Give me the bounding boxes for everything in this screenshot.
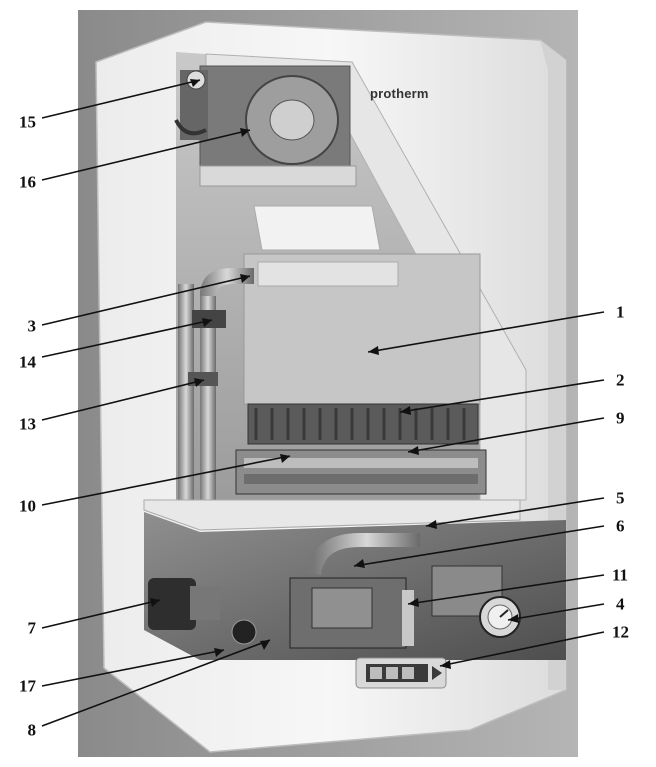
leader-lines [41, 79, 605, 727]
heat-exchanger [247, 403, 479, 445]
arrowheads [150, 79, 519, 669]
callout-label-3: 3 [27, 316, 37, 336]
callout-label-13: 13 [19, 414, 36, 434]
callout-label-6: 6 [616, 516, 625, 536]
callout-label-17: 17 [19, 676, 36, 696]
callout-label-12: 12 [612, 622, 629, 642]
callout-label-4: 4 [616, 594, 625, 614]
callout-label-15: 15 [19, 112, 36, 132]
callout-label-2: 2 [616, 370, 625, 390]
callout-label-5: 5 [616, 488, 625, 508]
flow-pipe [178, 284, 194, 504]
callout-label-7: 7 [27, 618, 37, 638]
callout-label-10: 10 [19, 496, 36, 516]
shelf [143, 499, 521, 531]
callout-label-1: 1 [616, 302, 625, 322]
brand-text: protherm [370, 86, 429, 101]
callout-label-9: 9 [616, 408, 625, 428]
burner [235, 449, 487, 495]
callout-label-8: 8 [27, 720, 37, 740]
return-pipe [200, 290, 216, 504]
callout-label-14: 14 [19, 352, 36, 372]
callout-label-16: 16 [19, 172, 36, 192]
callout-label-11: 11 [612, 565, 629, 585]
brand-logo: protherm [370, 86, 429, 101]
pump [148, 578, 196, 630]
